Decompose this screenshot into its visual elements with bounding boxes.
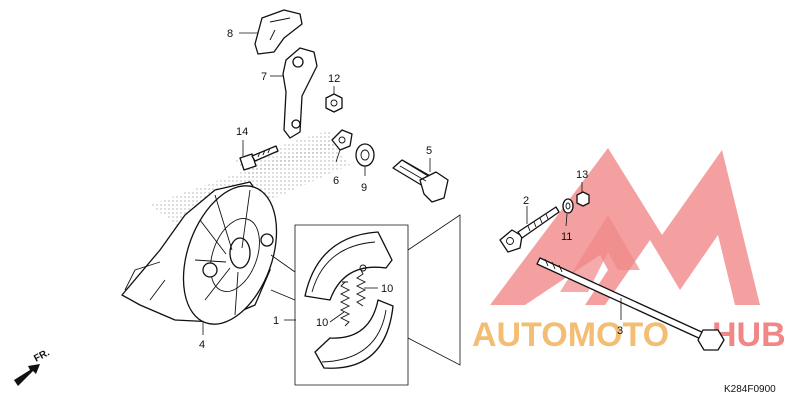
callout-12: 12 (328, 73, 340, 85)
bolt-part (239, 145, 279, 171)
callout-6: 6 (333, 175, 339, 187)
brake-shoe-box (270, 214, 461, 386)
nut-small-part (576, 191, 590, 207)
wear-indicator-part (331, 129, 353, 151)
callout-8: 8 (227, 28, 233, 40)
watermark-logo: AUTOMOTO HUB (472, 148, 786, 354)
lower-brake-shoe (314, 299, 394, 369)
callout-14: 14 (236, 126, 248, 138)
watermark-text-orange: AUTOMOTO (472, 316, 669, 354)
callout-1: 1 (273, 315, 279, 327)
watermark-text-red: HUB (712, 316, 786, 354)
callout-7: 7 (261, 71, 267, 83)
brake-rod-part (536, 257, 725, 351)
washer-part (562, 198, 574, 214)
brake-cam-part (392, 159, 449, 203)
front-direction-marker: FR. (14, 347, 52, 386)
diagram-code: K284F0900 (724, 384, 776, 395)
cap-part (254, 9, 303, 55)
brake-arm-part (282, 47, 318, 139)
callout-10-lower: 10 (316, 317, 328, 329)
nut-part (325, 93, 343, 113)
front-marker-label: FR. (32, 347, 52, 364)
seal-part (355, 143, 375, 167)
callout-labels: 8 7 12 14 6 9 5 2 13 11 3 4 1 10 10 (199, 28, 623, 351)
return-springs (339, 269, 367, 327)
callout-5: 5 (426, 145, 432, 157)
callout-9: 9 (361, 182, 367, 194)
brake-panel-part (121, 181, 278, 325)
callout-3: 3 (617, 325, 623, 337)
rod-joint-part (499, 206, 560, 253)
upper-brake-shoe (304, 231, 393, 301)
callout-11: 11 (561, 231, 572, 243)
callout-2: 2 (523, 195, 529, 207)
callout-13: 13 (576, 169, 588, 181)
leader-lines (202, 32, 622, 335)
callout-4: 4 (199, 339, 205, 351)
callout-10-upper: 10 (381, 283, 393, 295)
